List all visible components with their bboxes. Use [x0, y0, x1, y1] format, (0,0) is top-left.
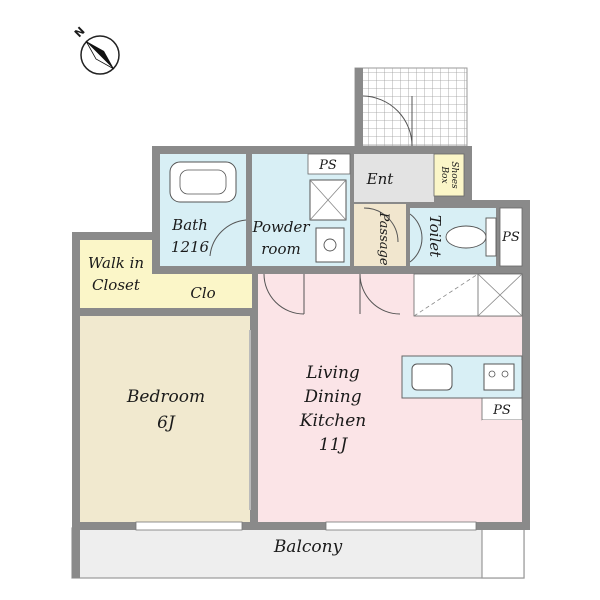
powder-room-label: Powder room — [251, 218, 310, 258]
basin-icon — [315, 227, 345, 263]
svg-text:Closet: Closet — [92, 276, 141, 294]
stove-icon — [483, 363, 515, 391]
svg-text:Shoes: Shoes — [449, 161, 459, 189]
clo-label: Clo — [190, 284, 215, 302]
bathtub-icon — [169, 161, 237, 203]
shoes-box — [433, 153, 465, 197]
balcony-label: Balcony — [273, 537, 343, 557]
walk-in-closet-label: Walk in Closet — [88, 254, 144, 294]
ps-top-label: PS — [318, 158, 337, 173]
bedroom-room — [80, 316, 250, 522]
bath-label: Bath 1216 — [171, 216, 210, 256]
ent-label: Ent — [366, 170, 395, 188]
ps-kitchen-label: PS — [492, 403, 511, 418]
svg-text:Box: Box — [439, 165, 449, 183]
svg-text:Walk in: Walk in — [88, 254, 144, 272]
ps-toilet-box — [499, 207, 523, 267]
bedroom-label: Bedroom 6J — [126, 387, 205, 433]
entrance-door-arc — [362, 95, 413, 147]
svg-text:6J: 6J — [157, 413, 176, 433]
entrance-room — [354, 154, 434, 202]
svg-text:room: room — [261, 240, 300, 258]
svg-text:Dining: Dining — [303, 387, 361, 407]
toilet-bowl-icon — [445, 225, 487, 249]
svg-text:Bath: Bath — [171, 216, 208, 234]
svg-text:Powder: Powder — [251, 218, 310, 236]
ps-toilet-label: PS — [501, 230, 520, 245]
svg-text:Living: Living — [305, 363, 360, 383]
sink-icon — [411, 363, 453, 391]
shoes-box-label: Shoes Box — [439, 161, 459, 189]
walk-in-closet-room — [80, 240, 152, 308]
south-windows — [135, 521, 477, 531]
passage-label: Passage — [376, 211, 391, 265]
ldk-door-arc — [263, 273, 305, 315]
svg-text:Bedroom: Bedroom — [126, 387, 205, 407]
ldk-label: Living Dining Kitchen 11J — [299, 363, 366, 455]
toilet-label: Toilet — [426, 215, 444, 258]
clo-room — [152, 274, 252, 308]
compass-icon: N — [72, 24, 120, 75]
ps-top-box — [307, 153, 351, 175]
north-label: N — [72, 24, 88, 40]
balcony — [71, 527, 525, 579]
svg-text:Kitchen: Kitchen — [299, 411, 366, 431]
svg-text:11J: 11J — [319, 435, 349, 455]
svg-text:1216: 1216 — [171, 238, 210, 256]
toilet-tank-icon — [485, 217, 497, 257]
